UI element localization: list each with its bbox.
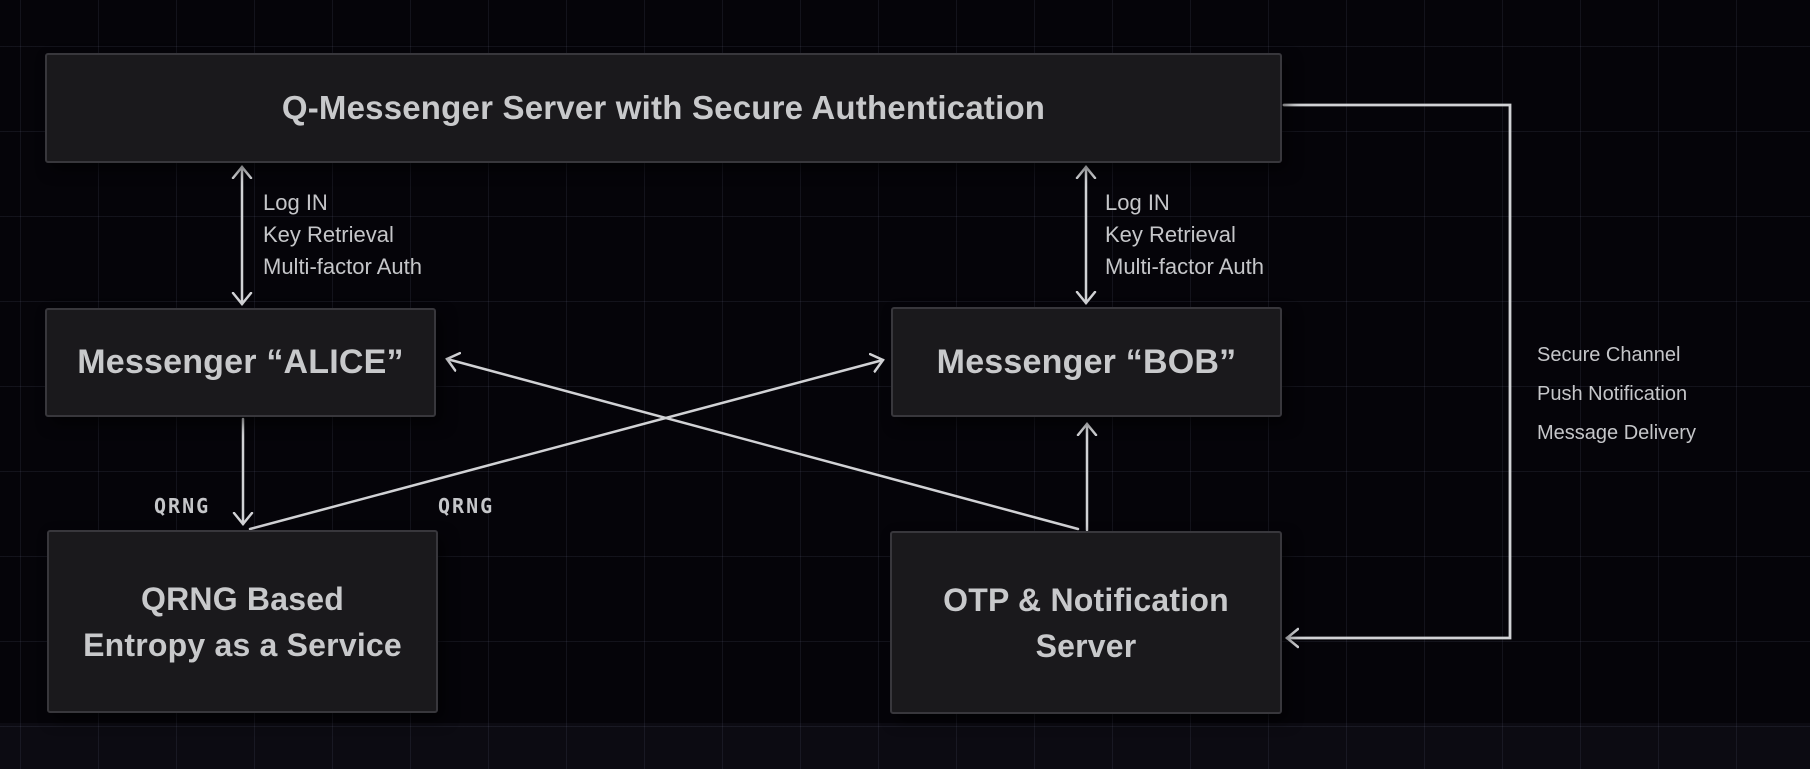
label-secure-channel-line-2: Push Notification (1537, 383, 1688, 405)
node-messenger-bob-label: Messenger “BOB” (936, 342, 1237, 381)
label-auth-alice-line-1: Log IN (263, 190, 328, 215)
node-qrng-line-1: QRNG Based (141, 580, 344, 617)
node-messenger-alice: Messenger “ALICE” (45, 308, 436, 417)
node-qrng-entropy-service: QRNG Based Entropy as a Service (47, 530, 438, 713)
label-qrng-cross: QRNG (438, 494, 495, 518)
node-qrng-line-2: Entropy as a Service (83, 626, 402, 663)
label-qrng-left: QRNG (154, 494, 211, 518)
node-messenger-bob: Messenger “BOB” (891, 307, 1282, 417)
label-auth-alice-line-3: Multi-factor Auth (263, 254, 422, 279)
node-qmessenger-server-label: Q-Messenger Server with Secure Authentic… (281, 89, 1046, 126)
label-secure-channel-line-3: Message Delivery (1537, 422, 1696, 444)
node-otp-line-2: Server (1035, 627, 1137, 664)
label-auth-alice-line-2: Key Retrieval (263, 222, 394, 247)
node-messenger-alice-label: Messenger “ALICE” (77, 343, 404, 381)
label-auth-alice: Log IN Key Retrieval Multi-factor Auth (263, 187, 422, 283)
edge-server-otp-secure-channel (1282, 103, 1512, 638)
label-auth-bob-line-2: Key Retrieval (1105, 222, 1236, 247)
node-otp-line-1: OTP & Notification (943, 581, 1229, 618)
label-secure-channel-line-1: Secure Channel (1537, 344, 1681, 366)
label-auth-bob-line-3: Multi-factor Auth (1105, 254, 1264, 279)
label-auth-bob-line-1: Log IN (1105, 190, 1170, 215)
edge-otp-alice (447, 359, 1080, 531)
node-otp-notification-server: OTP & Notification Server (890, 531, 1282, 714)
node-qmessenger-server: Q-Messenger Server with Secure Authentic… (45, 53, 1282, 163)
label-secure-channel: Secure Channel Push Notification Message… (1537, 336, 1696, 453)
edge-qrng-bob (248, 360, 883, 531)
label-auth-bob: Log IN Key Retrieval Multi-factor Auth (1105, 187, 1264, 283)
